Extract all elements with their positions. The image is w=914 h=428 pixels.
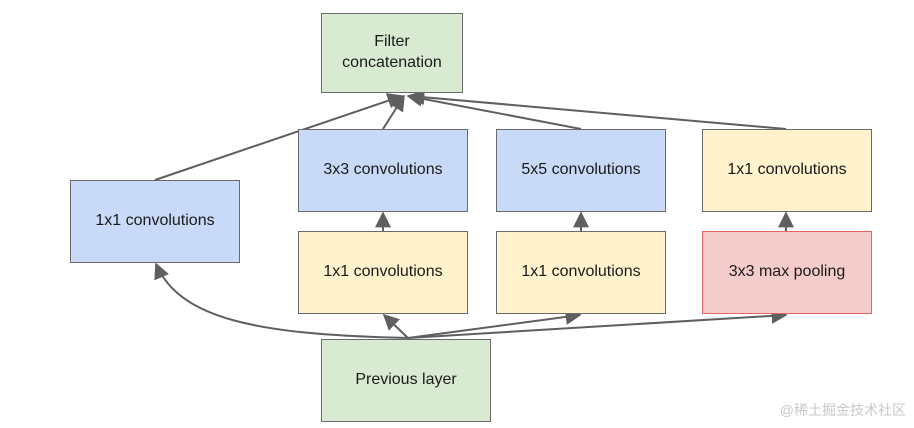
edge-prev-to-conv1x1-b: [407, 308, 582, 339]
edge-prev-to-conv1x1-left: [154, 262, 411, 339]
conv1x1-a-label: 1x1 convolutions: [323, 263, 443, 281]
edge-conv1x1-right-top-to-concat: [408, 89, 787, 130]
conv1x1-a-node: 1x1 convolutions: [298, 231, 468, 314]
filter-concatenation-label: Filter concatenation: [342, 33, 442, 71]
conv1x1-left-label: 1x1 convolutions: [95, 212, 215, 230]
previous-layer-label: Previous layer: [355, 371, 457, 389]
conv1x1-right-top-node: 1x1 convolutions: [702, 129, 872, 212]
edge-prev-to-conv1x1-a: [382, 313, 409, 339]
conv5x5-node: 5x5 convolutions: [496, 129, 666, 212]
watermark: @稀土掘金技术社区: [779, 402, 906, 418]
edge-conv3x3-to-concat: [382, 94, 405, 130]
conv3x3-label: 3x3 convolutions: [323, 161, 443, 179]
edge-conv5x5-to-concat: [406, 90, 582, 130]
edge-prev-to-maxpool: [407, 307, 788, 339]
conv1x1-left-node: 1x1 convolutions: [70, 180, 240, 263]
filter-concatenation-node: Filter concatenation: [321, 13, 463, 93]
maxpool-label: 3x3 max pooling: [728, 263, 846, 281]
edge-conv1x1-left-to-concat: [154, 93, 404, 181]
conv1x1-b-node: 1x1 convolutions: [496, 231, 666, 314]
conv3x3-node: 3x3 convolutions: [298, 129, 468, 212]
conv5x5-label: 5x5 convolutions: [521, 161, 641, 179]
maxpool-node: 3x3 max pooling: [702, 231, 872, 314]
previous-layer-node: Previous layer: [321, 339, 491, 422]
conv1x1-right-top-label: 1x1 convolutions: [727, 161, 847, 179]
conv1x1-b-label: 1x1 convolutions: [521, 263, 641, 281]
